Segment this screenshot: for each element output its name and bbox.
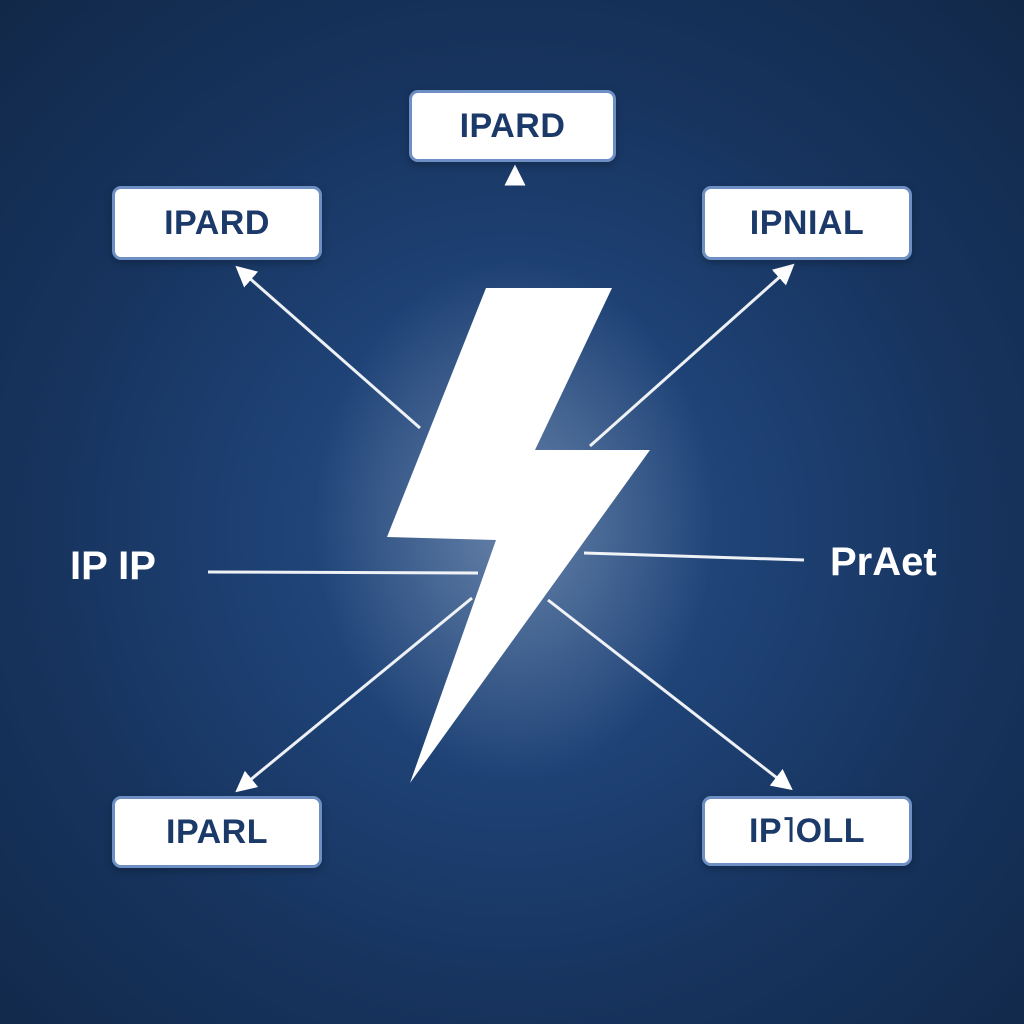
connector-right <box>583 551 805 562</box>
connector-left <box>207 570 479 575</box>
side-label-right: PrAet <box>830 540 937 584</box>
node-top-right-label: IPNIAL <box>749 203 865 242</box>
node-top-left: IPARD <box>112 186 322 260</box>
node-bottom-left-label: IPARL <box>166 812 268 851</box>
node-top-right: IPNIAL <box>702 186 912 260</box>
node-top-label: IPARD <box>459 106 566 145</box>
node-bottom-right: IP˥OLL <box>702 796 912 866</box>
connector-bottom-left <box>235 596 473 793</box>
lightning-bolt-icon <box>387 288 650 783</box>
connector-top-right <box>589 263 795 448</box>
side-label-left: IP IP <box>70 544 156 588</box>
node-bottom-right-label: IP˥OLL <box>748 811 866 850</box>
node-top-left-label: IPARD <box>164 203 270 242</box>
node-top: IPARD <box>409 90 616 162</box>
connector-bottom-right <box>547 598 793 791</box>
connector-top-left <box>235 265 421 430</box>
node-bottom-left: IPARL <box>112 796 322 868</box>
